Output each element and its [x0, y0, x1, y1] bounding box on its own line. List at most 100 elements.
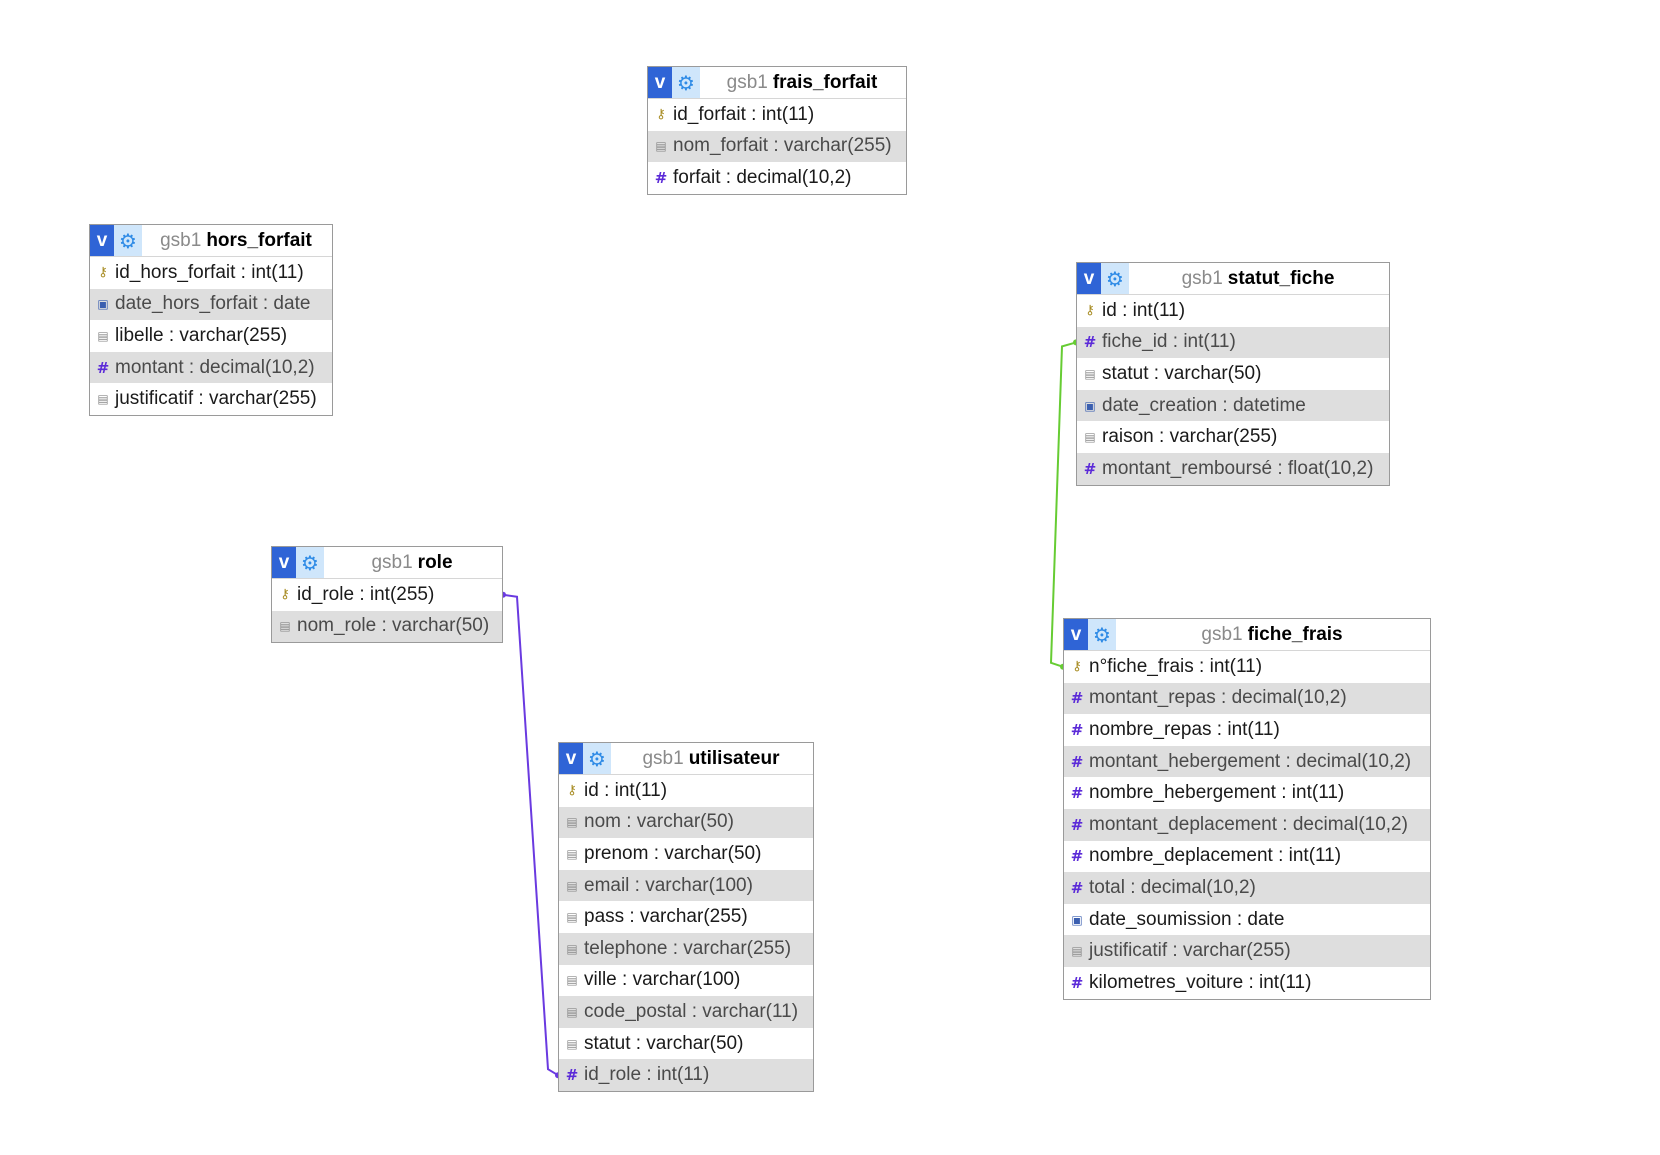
field-row[interactable]: #montant_remboursé : float(10,2): [1077, 452, 1389, 485]
gear-icon[interactable]: ⚙: [1088, 619, 1116, 650]
field-row[interactable]: ⚷id_role : int(255): [272, 579, 502, 611]
field-row[interactable]: ⚷id : int(11): [1077, 295, 1389, 327]
field-label: id : int(11): [1102, 299, 1186, 321]
field-label: fiche_id : int(11): [1102, 331, 1236, 353]
database-name: gsb1: [642, 747, 684, 769]
v-toggle-glyph: v: [1070, 624, 1082, 645]
field-row[interactable]: ▤email : varchar(100): [559, 869, 813, 902]
field-row[interactable]: #nombre_hebergement : int(11): [1064, 777, 1430, 809]
field-row[interactable]: ▤prenom : varchar(50): [559, 838, 813, 870]
field-row[interactable]: ⚷id_hors_forfait : int(11): [90, 257, 332, 289]
field-row[interactable]: ⚷id_forfait : int(11): [648, 99, 906, 131]
gear-icon[interactable]: ⚙: [1101, 263, 1129, 294]
field-row[interactable]: ▤libelle : varchar(255): [90, 320, 332, 352]
table-name: frais_forfait: [772, 71, 878, 93]
text-field-icon: ▤: [279, 619, 291, 634]
field-row[interactable]: #montant_repas : decimal(10,2): [1064, 682, 1430, 715]
field-label: id_role : int(11): [584, 1064, 710, 1086]
field-label: nombre_deplacement : int(11): [1089, 845, 1342, 867]
field-row[interactable]: # montant_deplacement : decimal(10,2): [1064, 808, 1430, 841]
text-field-icon: ▤: [655, 139, 667, 154]
numeric-field-icon: #: [654, 168, 668, 187]
field-row[interactable]: ▣date_creation : datetime: [1077, 389, 1389, 422]
v-toggle-icon[interactable]: v: [1077, 263, 1101, 294]
field-row[interactable]: ⚷id : int(11): [559, 775, 813, 807]
field-row[interactable]: ▣date_soumission : date: [1064, 904, 1430, 936]
v-toggle-glyph: v: [96, 230, 108, 251]
field-row[interactable]: ▤telephone : varchar(255): [559, 932, 813, 965]
field-row[interactable]: ▣date_hors_forfait : date: [90, 288, 332, 321]
field-row[interactable]: #kilometres_voiture : int(11): [1064, 967, 1430, 999]
v-toggle-glyph: v: [654, 72, 666, 93]
field-row[interactable]: ▤raison : varchar(255): [1077, 421, 1389, 453]
field-row[interactable]: #forfait : decimal(10,2): [648, 162, 906, 194]
text-field-icon: ▤: [1071, 944, 1083, 959]
v-toggle-icon[interactable]: v: [1064, 619, 1088, 650]
numeric-field-icon: #: [1070, 815, 1084, 834]
field-label: nom_forfait : varchar(255): [673, 135, 892, 157]
gear-icon[interactable]: ⚙: [296, 547, 324, 578]
field-row[interactable]: ▤ nom_forfait : varchar(255): [648, 130, 906, 163]
field-row[interactable]: #nombre_deplacement : int(11): [1064, 841, 1430, 873]
text-field-icon: ▤: [97, 392, 109, 407]
field-label: id_forfait : int(11): [673, 103, 815, 125]
field-row[interactable]: #montant_hebergement : decimal(10,2): [1064, 745, 1430, 778]
numeric-field-icon: #: [96, 358, 110, 377]
field-row[interactable]: ▤statut : varchar(50): [1077, 358, 1389, 390]
field-label: raison : varchar(255): [1102, 426, 1278, 448]
field-row[interactable]: #id_role : int(11): [559, 1059, 813, 1091]
field-label: nom_role : varchar(50): [297, 615, 490, 637]
field-row[interactable]: ▤justificatif : varchar(255): [1064, 935, 1430, 967]
field-row[interactable]: ▤code_postal : varchar(11): [559, 996, 813, 1028]
gear-glyph: ⚙: [588, 746, 606, 771]
field-row[interactable]: #montant : decimal(10,2): [90, 351, 332, 384]
database-name: gsb1: [1201, 623, 1243, 645]
field-row[interactable]: ▤ nom_role : varchar(50): [272, 610, 502, 643]
field-row[interactable]: ▤nom : varchar(50): [559, 806, 813, 839]
gear-icon[interactable]: ⚙: [114, 225, 142, 256]
field-row[interactable]: ▤pass : varchar(255): [559, 901, 813, 933]
field-label: code_postal : varchar(11): [584, 1000, 799, 1022]
v-toggle-icon[interactable]: v: [559, 743, 583, 774]
numeric-field-icon: #: [1070, 752, 1084, 771]
field-row[interactable]: ⚷n°fiche_frais : int(11): [1064, 651, 1430, 683]
numeric-field-icon: #: [1083, 333, 1097, 352]
field-label: id_hors_forfait : int(11): [115, 261, 304, 283]
database-name: gsb1: [726, 71, 768, 93]
field-label: statut : varchar(50): [584, 1032, 744, 1054]
field-row[interactable]: ▤ statut : varchar(50): [559, 1028, 813, 1060]
text-field-icon: ▤: [566, 815, 578, 830]
text-field-icon: ▤: [566, 1036, 578, 1051]
gear-glyph: ⚙: [1106, 266, 1124, 291]
field-label: date_soumission : date: [1089, 908, 1285, 930]
field-row[interactable]: ▤ville : varchar(100): [559, 965, 813, 997]
field-row[interactable]: #total : decimal(10,2): [1064, 872, 1430, 904]
field-row[interactable]: #nombre_repas : int(11): [1064, 714, 1430, 746]
gear-glyph: ⚙: [677, 70, 695, 95]
v-toggle-icon[interactable]: v: [272, 547, 296, 578]
field-row[interactable]: ▤justificatif : varchar(255): [90, 383, 332, 415]
field-row[interactable]: # fiche_id : int(11): [1077, 326, 1389, 359]
gear-icon[interactable]: ⚙: [672, 67, 700, 98]
field-label: montant_deplacement : decimal(10,2): [1089, 813, 1408, 835]
v-toggle-icon[interactable]: v: [90, 225, 114, 256]
gear-icon[interactable]: ⚙: [583, 743, 611, 774]
table-name: hors_forfait: [206, 229, 312, 251]
field-label: date_creation : datetime: [1102, 394, 1306, 416]
field-label: ville : varchar(100): [584, 969, 741, 991]
v-toggle-icon[interactable]: v: [648, 67, 672, 98]
